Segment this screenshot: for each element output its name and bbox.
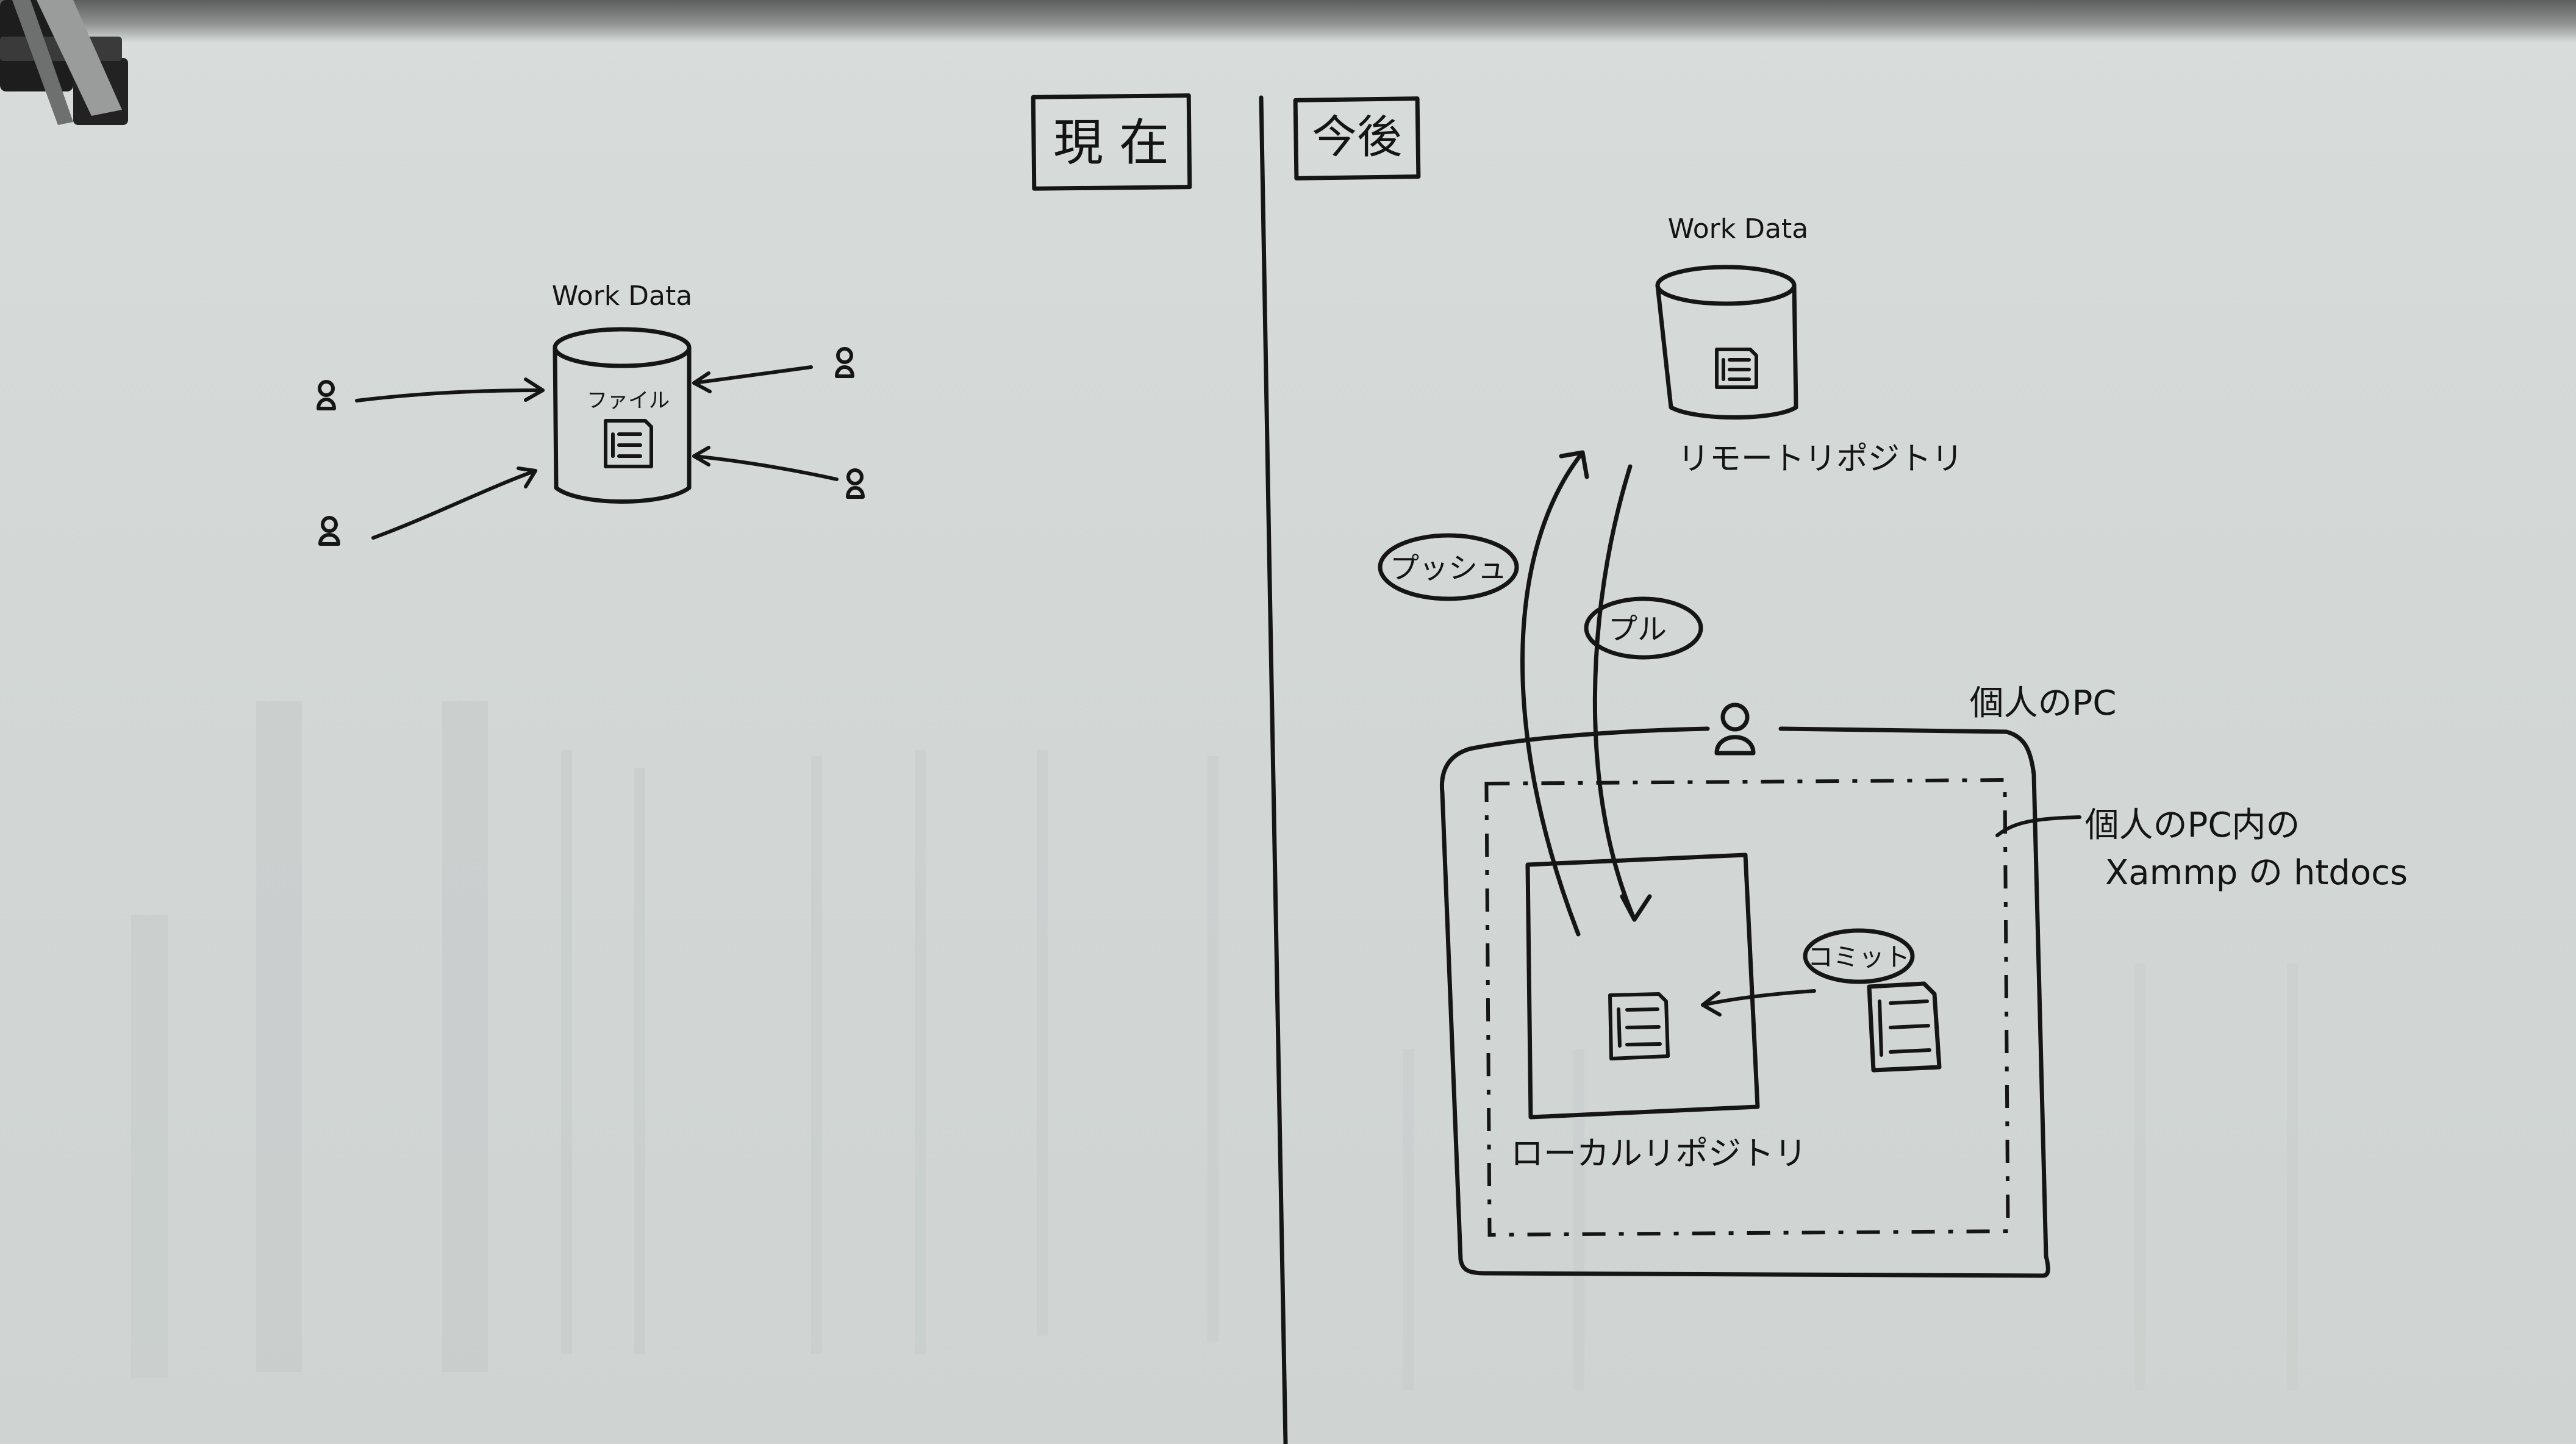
pull-label-oval	[1584, 596, 1703, 660]
commit-label: コミット	[1808, 942, 1910, 972]
push-label-oval	[1378, 533, 1519, 601]
user-icon-top-left	[317, 380, 336, 410]
future-section: 今後 Work Data リモートリポジトリ プッシュ	[1293, 96, 2408, 1278]
current-section: 現 在 Work Data ファイル	[317, 93, 1192, 546]
pull-label: プル	[1608, 612, 1667, 646]
pull-arrow	[1592, 464, 1652, 922]
local-repository-box	[1525, 852, 1760, 1120]
working-file-icon	[1867, 981, 1942, 1073]
htdocs-dashed-box	[1484, 778, 2010, 1237]
remote-datastore-cylinder	[1655, 265, 1798, 420]
current-file-label: ファイル	[587, 388, 670, 413]
access-arrows	[355, 365, 839, 540]
show-through-text	[131, 701, 2298, 1390]
current-heading-box	[1031, 93, 1192, 191]
local-repository-label: ローカルリポジトリ	[1511, 1134, 1807, 1173]
personal-pc-box	[1439, 726, 2050, 1278]
remote-repository-label: リモートリポジトリ	[1678, 441, 1963, 477]
local-file-icon	[1608, 992, 1670, 1060]
push-arrow	[1520, 450, 1589, 937]
current-heading: 現 在	[1053, 114, 1169, 172]
top-edge-shadow	[0, 0, 2576, 43]
push-label: プッシュ	[1390, 551, 1507, 585]
future-heading: 今後	[1312, 111, 1402, 163]
current-file-icon	[604, 419, 653, 468]
htdocs-label-line2: Xammp の htdocs	[2105, 853, 2408, 893]
personal-pc-label: 個人のPC	[1970, 684, 2117, 723]
current-store-label: Work Data	[552, 281, 692, 312]
binder-clip	[0, 0, 128, 125]
future-heading-box	[1293, 96, 1421, 180]
user-icon-top-right	[835, 347, 854, 378]
htdocs-leader-line	[1995, 815, 2081, 837]
divider-line	[1259, 95, 1288, 1444]
commit-arrow	[1701, 989, 1816, 1017]
user-icon-bottom-left	[318, 516, 340, 546]
developer-user-icon	[1714, 702, 1756, 756]
current-datastore-cylinder	[553, 327, 692, 504]
remote-file-icon	[1715, 348, 1758, 389]
user-icon-bottom-right	[846, 468, 865, 499]
remote-store-label: Work Data	[1668, 213, 1808, 245]
htdocs-label-line1: 個人のPC内の	[2085, 806, 2300, 845]
commit-label-oval	[1803, 928, 1915, 984]
